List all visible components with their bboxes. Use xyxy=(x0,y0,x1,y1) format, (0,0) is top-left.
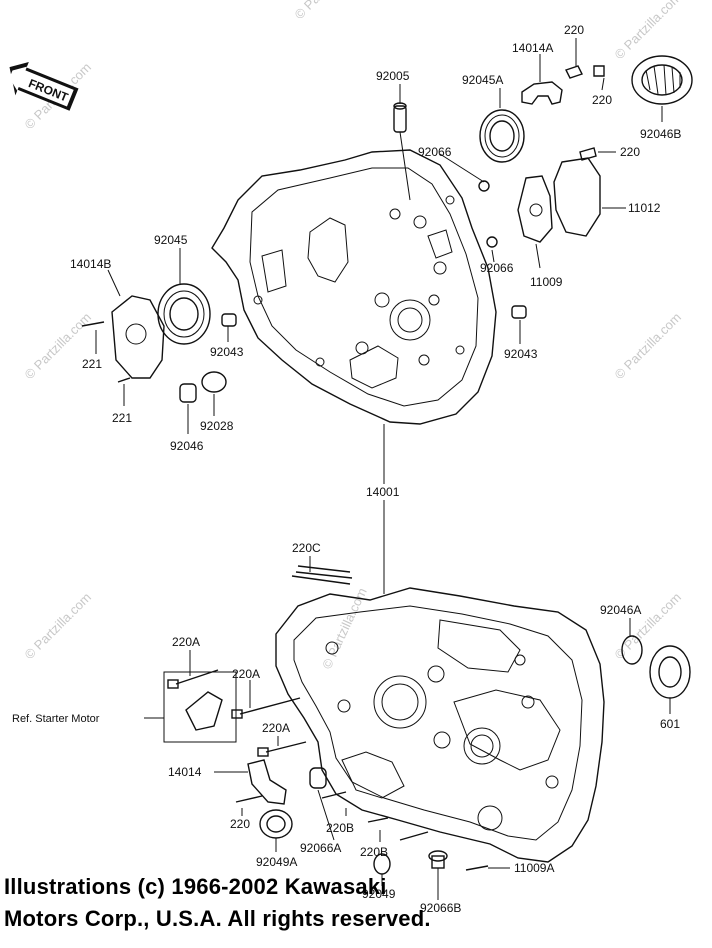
copyright-line-2: Motors Corp., U.S.A. All rights reserved… xyxy=(4,906,431,931)
part-label-14001: 14001 xyxy=(366,485,400,499)
part-label-220a: 220A xyxy=(232,667,260,681)
part-label-221: 221 xyxy=(112,411,132,425)
watermark: © Partzilla.com xyxy=(22,310,95,383)
part-label-92066: 92066 xyxy=(480,261,514,275)
part-label-220: 220 xyxy=(230,817,250,831)
leader-lines xyxy=(95,38,671,900)
part-label-92043: 92043 xyxy=(504,347,538,361)
part-label-14014b: 14014B xyxy=(70,257,111,271)
lower-crankcase xyxy=(275,587,605,863)
watermark: © Partzilla.com xyxy=(612,0,685,62)
part-label-92045: 92045 xyxy=(154,233,188,247)
part-label-220a: 220A xyxy=(262,721,290,735)
watermark: © Partzilla.com xyxy=(612,310,685,383)
part-label-11009: 11009 xyxy=(530,275,563,289)
part-label-92046b: 92046B xyxy=(640,127,681,141)
part-label-92066a: 92066A xyxy=(300,841,341,855)
part-label-92046: 92046 xyxy=(170,439,204,453)
part-label-92028: 92028 xyxy=(200,419,234,433)
part-label-220b: 220B xyxy=(360,845,388,859)
part-label-220: 220 xyxy=(620,145,640,159)
part-label-11009a: 11009A xyxy=(514,861,554,875)
part-label-220c: 220C xyxy=(292,541,321,555)
part-labels: 220 14014A 92005 92045A 220 92046B 220 9… xyxy=(12,23,681,915)
part-label-92046a: 92046A xyxy=(600,603,641,617)
ref-starter-motor-note: Ref. Starter Motor xyxy=(12,713,100,725)
part-label-221: 221 xyxy=(82,357,102,371)
copyright-line-1: Illustrations (c) 1966-2002 Kawasaki xyxy=(4,874,387,899)
part-label-92066b: 92066B xyxy=(420,901,461,915)
lower-small-parts xyxy=(163,565,691,875)
part-label-14014a: 14014A xyxy=(512,41,553,55)
part-label-220b: 220B xyxy=(326,821,354,835)
starter-motor-ref-box xyxy=(163,671,237,743)
part-label-220: 220 xyxy=(564,23,584,37)
part-label-92043: 92043 xyxy=(210,345,244,359)
part-label-220: 220 xyxy=(592,93,612,107)
watermarks: © Partzilla.com © Partzilla.com © Partzi… xyxy=(22,0,685,671)
part-label-601: 601 xyxy=(660,717,680,731)
watermark: © Partzilla.com xyxy=(22,590,95,663)
part-label-220a: 220A xyxy=(172,635,200,649)
part-label-14014: 14014 xyxy=(168,765,202,779)
upper-small-parts xyxy=(81,55,693,403)
upper-crankcase xyxy=(211,149,497,425)
part-label-92049a: 92049A xyxy=(256,855,297,869)
part-label-11012: 11012 xyxy=(628,201,661,215)
watermark: © Partzilla.com xyxy=(292,0,365,22)
part-label-92005: 92005 xyxy=(376,69,410,83)
part-label-92066: 92066 xyxy=(418,145,452,159)
part-label-92049: 92049 xyxy=(362,887,396,901)
part-label-92045a: 92045A xyxy=(462,73,503,87)
front-arrow-badge: FRONT xyxy=(9,61,79,111)
